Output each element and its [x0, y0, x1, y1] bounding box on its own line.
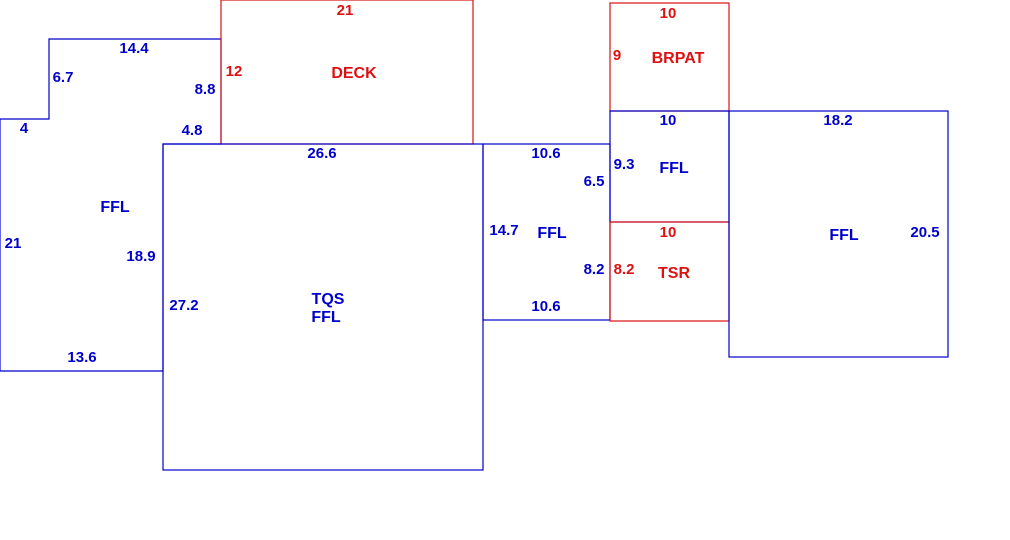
brpat-dim-left: 9 — [613, 47, 621, 64]
area-tqs-ffl: TQS FFL 26.6 27.2 — [162, 143, 484, 471]
tqs-ffl-dim-left: 27.2 — [169, 297, 198, 314]
ffl-right-dim-right: 20.5 — [910, 224, 939, 241]
ffl-small-label: FFL — [659, 160, 689, 177]
ffl-right-outline — [728, 110, 949, 358]
area-deck: DECK 21 12 — [220, 0, 474, 145]
tsr-dim-left: 8.2 — [614, 261, 635, 278]
ffl-small-dim-top: 10 — [660, 112, 677, 129]
ffl-center-dim-right-lower: 8.2 — [584, 261, 605, 278]
ffl-left-dim-right: 18.9 — [126, 248, 155, 265]
tsr-dim-top: 10 — [660, 224, 677, 241]
tqs-ffl-dim-top: 26.6 — [307, 145, 336, 162]
ffl-left-dim-upper-left: 6.7 — [53, 69, 74, 86]
area-brpat: BRPAT 10 9 — [609, 2, 730, 112]
ffl-left-dim-step: 4 — [20, 120, 29, 137]
ffl-center-dim-top: 10.6 — [531, 145, 560, 162]
ffl-small-dim-left: 9.3 — [614, 156, 635, 173]
ffl-left-dim-notch: 4.8 — [182, 122, 203, 139]
ffl-left-label: FFL — [100, 199, 130, 216]
ffl-center-dim-bottom: 10.6 — [531, 298, 560, 315]
ffl-right-dim-top: 18.2 — [823, 112, 852, 129]
ffl-left-dim-left: 21 — [5, 235, 22, 252]
ffl-center-dim-right-upper: 6.5 — [584, 173, 605, 190]
area-tsr: TSR 10 8.2 — [609, 221, 730, 322]
area-ffl-small: FFL 10 9.3 — [609, 110, 730, 223]
tsr-label: TSR — [658, 265, 690, 282]
deck-label: DECK — [331, 65, 377, 82]
ffl-left-dim-top: 14.4 — [119, 40, 149, 57]
brpat-dim-top: 10 — [660, 5, 677, 22]
ffl-left-dim-upper-right: 8.8 — [195, 81, 216, 98]
area-ffl-center: FFL 10.6 6.5 14.7 8.2 10.6 — [482, 143, 611, 321]
ffl-center-dim-left: 14.7 — [489, 222, 518, 239]
area-ffl-right: FFL 18.2 20.5 — [728, 110, 949, 358]
ffl-left-dim-bottom: 13.6 — [67, 349, 96, 366]
tqs-ffl-label-line1: TQS — [312, 291, 345, 308]
deck-dim-left: 12 — [226, 63, 243, 80]
tqs-ffl-label-line2: FFL — [311, 309, 341, 326]
deck-dim-top: 21 — [337, 2, 354, 19]
ffl-right-label: FFL — [829, 227, 859, 244]
ffl-center-label: FFL — [537, 225, 567, 242]
area-ffl-left: FFL 14.4 6.7 8.8 4 4.8 21 18.9 13.6 — [0, 38, 222, 372]
brpat-label: BRPAT — [652, 50, 705, 67]
